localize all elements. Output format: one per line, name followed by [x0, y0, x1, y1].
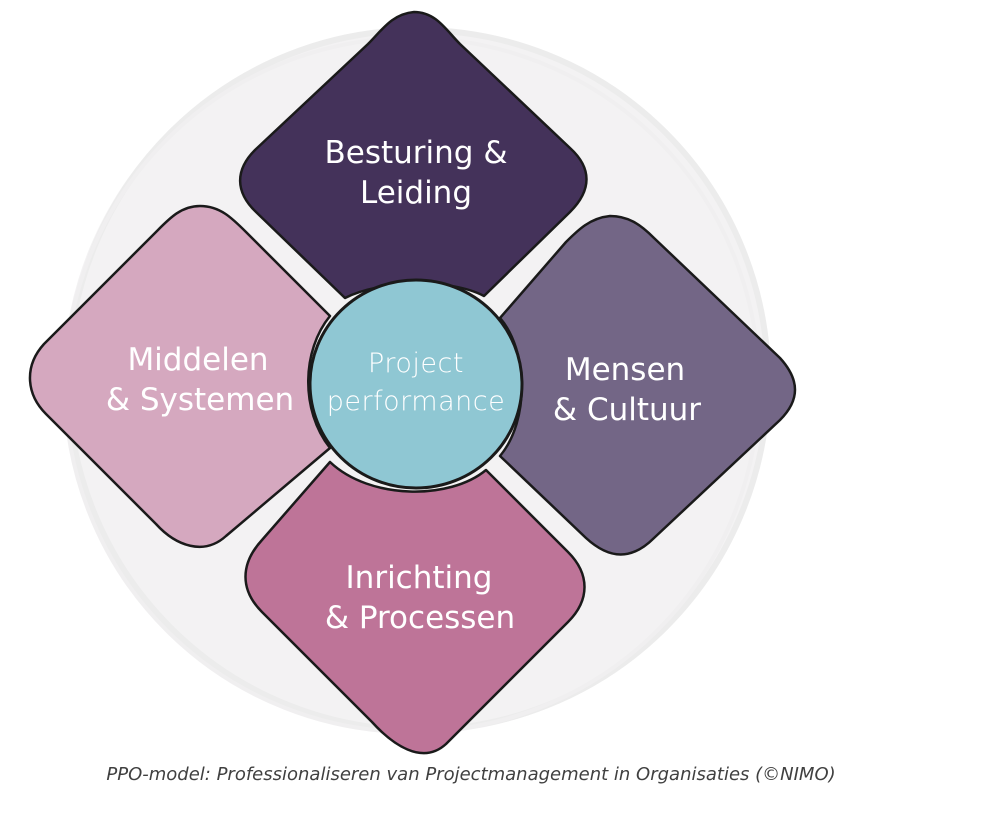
- label-project: Project: [368, 348, 464, 379]
- label-middelen-line2: & Systemen: [106, 382, 294, 418]
- label-besturing-line1: Besturing &: [324, 135, 507, 171]
- label-inrichting-line2: & Processen: [325, 600, 515, 636]
- diamond-middelen-systemen: Middelen & Systemen: [28, 204, 332, 549]
- figure-caption: PPO-model: Professionaliseren van Projec…: [106, 764, 836, 785]
- label-middelen-line1: Middelen: [127, 342, 268, 378]
- label-mensen-line1: Mensen: [565, 352, 685, 388]
- diamond-inrichting-processen: Inrichting & Processen: [244, 460, 586, 755]
- label-inrichting-line1: Inrichting: [346, 560, 493, 596]
- label-besturing-line2: Leiding: [360, 175, 472, 211]
- label-performance: performance: [327, 386, 505, 417]
- diamond-mensen-cultuur: Mensen & Cultuur: [498, 214, 797, 556]
- center-circle-project-performance: Project performance: [308, 278, 524, 490]
- label-mensen-line2: & Cultuur: [553, 392, 701, 428]
- diamond-besturing-leiding: Besturing & Leiding: [239, 10, 588, 300]
